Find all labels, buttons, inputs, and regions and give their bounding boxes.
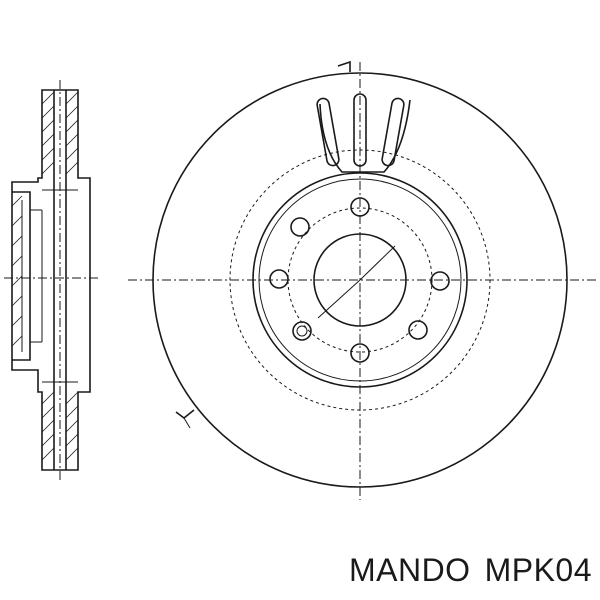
bolt-hole-top xyxy=(350,197,370,217)
friction-ring-boundary xyxy=(229,149,491,411)
bolt-hole-upper-right xyxy=(430,271,450,291)
center-bore xyxy=(313,233,407,327)
bolt-holes xyxy=(269,197,450,363)
bolt-hole-bottom xyxy=(350,343,370,363)
vent-slot-2 xyxy=(353,93,367,167)
section-hatching xyxy=(11,91,79,461)
vent-slot-cutaway xyxy=(316,93,411,173)
section-mark-bottom xyxy=(175,409,195,420)
bolt-hole-lower-right xyxy=(408,320,428,340)
section-mark-top xyxy=(337,60,351,72)
locating-hole-outer xyxy=(292,321,312,341)
section-mark-bottom-tick xyxy=(183,417,191,429)
rotor-side-profile xyxy=(11,89,91,471)
cutaway-outline xyxy=(319,99,411,173)
bolt-hole-upper-left xyxy=(290,217,310,237)
vent-slot-1 xyxy=(316,97,340,167)
section-marks xyxy=(175,60,351,429)
rotor-outer-edge xyxy=(152,72,568,488)
bolt-circle xyxy=(287,207,433,353)
side-section-view xyxy=(4,80,100,480)
bore-leader-2 xyxy=(359,245,396,281)
hub-hat-profile xyxy=(12,191,31,361)
hub-outer-ring xyxy=(252,172,468,388)
part-caption: MANDO MPK04 xyxy=(349,552,592,589)
hub-inner-ring xyxy=(258,178,462,382)
brand-name: MANDO xyxy=(348,552,471,588)
hub-hat-inner xyxy=(21,200,43,352)
locating-hole-inner xyxy=(296,325,308,337)
part-number: MPK04 xyxy=(484,552,592,588)
front-view xyxy=(128,60,598,500)
vent-slot-3 xyxy=(381,97,405,167)
bore-leader-1 xyxy=(317,279,361,319)
bolt-hole-left xyxy=(269,269,289,289)
